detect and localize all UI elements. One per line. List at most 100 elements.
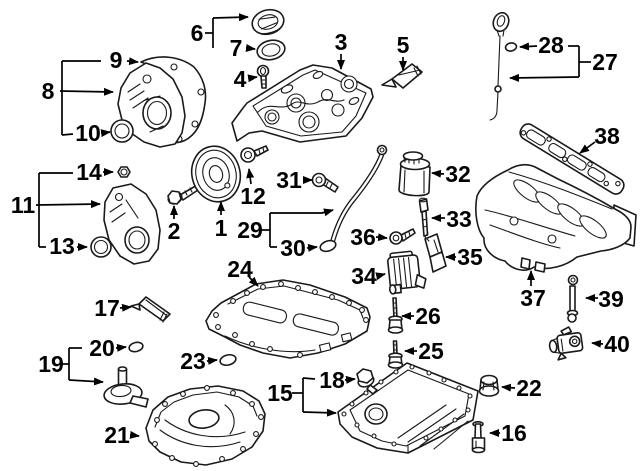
guide-tube (330, 144, 388, 243)
part-number-3: 3 (335, 29, 348, 55)
callout-34-arrow (375, 272, 386, 281)
small-nut (117, 166, 131, 178)
callout-36-arrow (375, 233, 388, 242)
callout-12-arrow (246, 168, 255, 185)
timing-cover-lower (103, 183, 161, 265)
callout-8-arrow (59, 87, 114, 96)
bolt-16 (471, 420, 486, 454)
part-number-4: 4 (234, 66, 247, 92)
callout-15-arrow (302, 408, 337, 417)
callout-10-arrow (100, 129, 111, 138)
callout-23-arrow (206, 356, 218, 365)
intake-manifold-gasket (519, 123, 625, 195)
callout-21-arrow (129, 430, 140, 439)
part-number-17: 17 (94, 295, 120, 321)
callout-17-arrow (119, 303, 132, 312)
callout-30-arrow (306, 243, 318, 252)
part-number-19: 19 (38, 351, 64, 377)
part-number-35: 35 (457, 244, 483, 270)
part-number-13: 13 (49, 233, 75, 259)
bolt-31 (311, 172, 339, 193)
crank-seal-front (110, 119, 134, 143)
bolt-12 (240, 145, 269, 163)
callout-4-arrow (247, 74, 258, 83)
part-number-1: 1 (215, 215, 228, 241)
part-number-5: 5 (397, 32, 410, 58)
part-number-29: 29 (237, 217, 263, 243)
callout-32-arrow (431, 169, 445, 178)
part-number-40: 40 (604, 331, 630, 357)
drain-plug (356, 368, 378, 395)
oil-pickup (103, 366, 149, 408)
part-number-11: 11 (11, 192, 36, 218)
part-number-34: 34 (351, 263, 377, 289)
cap-22 (478, 374, 500, 397)
part-number-22: 22 (516, 375, 542, 401)
part-number-26: 26 (415, 303, 441, 329)
callout-20-arrow (115, 343, 127, 352)
callout-11-arrow (35, 200, 101, 209)
part-number-10: 10 (75, 120, 101, 146)
part-number-30: 30 (280, 235, 306, 261)
part-number-8: 8 (42, 78, 55, 104)
parts-artwork (90, 8, 637, 467)
part-number-18: 18 (319, 367, 345, 393)
part-number-20: 20 (89, 335, 115, 361)
crank-pulley (190, 145, 242, 203)
part-number-37: 37 (520, 285, 546, 311)
part-number-25: 25 (418, 338, 444, 364)
callout-6-arrow (212, 13, 249, 22)
oring-23 (219, 353, 237, 367)
part-number-36: 36 (350, 224, 376, 250)
part-number-24: 24 (227, 256, 253, 282)
callout-40-arrow (591, 339, 604, 348)
callout-9-arrow (126, 57, 139, 66)
bolt-36 (389, 228, 416, 245)
support-rod (566, 274, 579, 323)
tube-oring (319, 239, 337, 253)
part-number-38: 38 (594, 123, 620, 149)
baffle-plate (145, 385, 266, 467)
seal-lower (90, 236, 112, 258)
part-number-28: 28 (538, 32, 564, 58)
valve-cover (231, 64, 374, 143)
intake-manifold (475, 164, 637, 273)
part-number-16: 16 (501, 420, 527, 446)
sealant-tube-bottom (130, 296, 171, 323)
part-number-27: 27 (592, 49, 618, 75)
callout-22-arrow (501, 383, 516, 392)
callout-18-arrow (344, 375, 356, 384)
part-number-14: 14 (76, 159, 102, 185)
oil-filter (398, 151, 431, 197)
part-number-6: 6 (191, 20, 204, 46)
part-number-12: 12 (240, 183, 266, 209)
part-number-32: 32 (445, 161, 471, 187)
cooler-gasket (424, 232, 447, 273)
callout-7-arrow (245, 44, 256, 52)
lower-oil-pan (337, 362, 479, 454)
stud-bolt-26 (387, 297, 404, 334)
part-number-9: 9 (110, 47, 123, 73)
bolt-25 (387, 340, 404, 369)
oil-cooler (387, 250, 427, 295)
part-number-39: 39 (598, 286, 624, 312)
callout-27-arrow (509, 73, 580, 82)
callout-38-arrow (579, 141, 596, 154)
valve-cover-bolt (256, 64, 270, 89)
part-number-2: 2 (168, 218, 181, 244)
oil-filler-cap (251, 8, 285, 36)
dipstick-oring (504, 42, 518, 52)
timing-cover-upper (117, 62, 186, 148)
sealant-tube-top (381, 63, 423, 89)
callout-29-arrow (270, 208, 334, 217)
upper-oil-pan (205, 279, 371, 359)
callout-8-bracket (61, 133, 74, 136)
oring-20 (128, 341, 144, 353)
dipstick (489, 11, 510, 121)
callout-24-arrow (248, 276, 259, 287)
callout-15-bracket (302, 377, 316, 380)
callout-19-arrow (68, 377, 104, 386)
